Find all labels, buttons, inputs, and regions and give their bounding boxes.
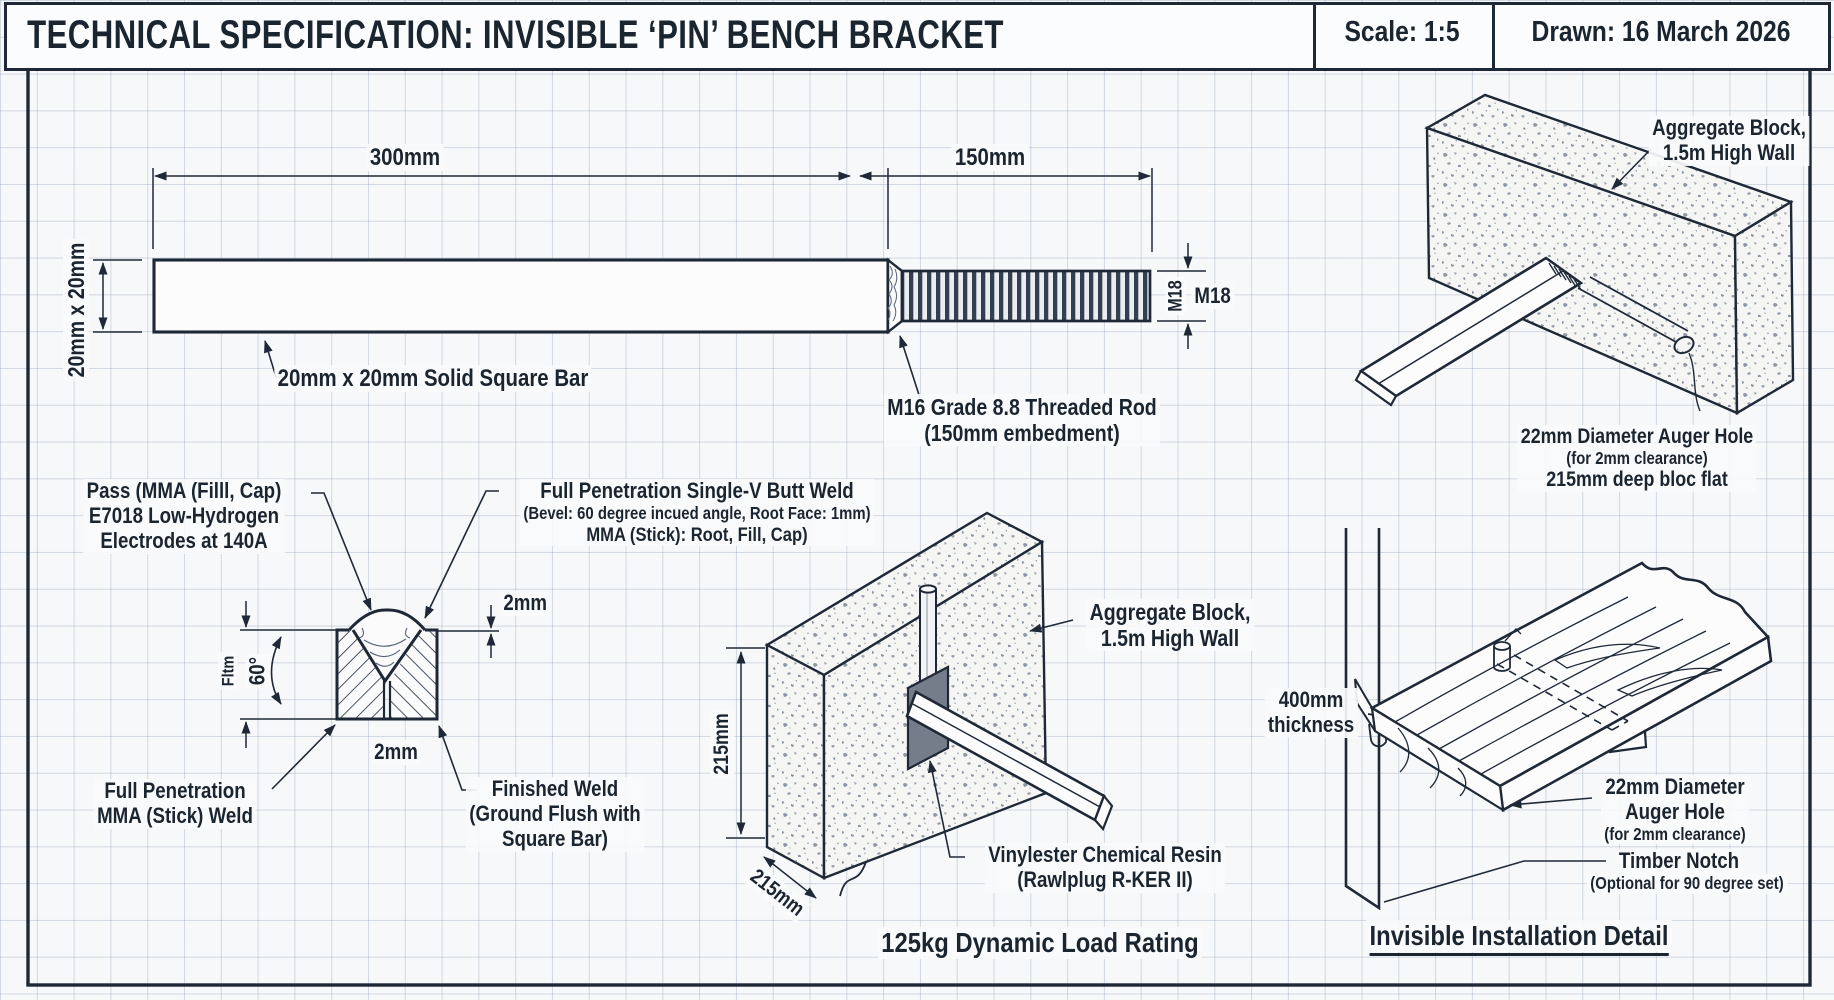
timber-notch-label: Timber Notch bbox=[1615, 848, 1743, 874]
butt-weld-line3: MMA (Stick): Root, Fill, Cap) bbox=[586, 523, 808, 546]
resin-line1: Vinylester Chemical Resin bbox=[988, 842, 1222, 867]
title-bar bbox=[4, 2, 1831, 71]
dim-150mm: 150mm bbox=[951, 144, 1029, 172]
butt-weld-line2: (Bevel: 60 degree incued angle, Root Fac… bbox=[523, 502, 871, 523]
thickness-label: 400mm thickness bbox=[1264, 687, 1358, 738]
finished-weld-line3: Square Bar) bbox=[501, 825, 608, 851]
butt-weld-note: Full Penetration Single-V Butt Weld (Bev… bbox=[520, 478, 874, 546]
timber-notch-optional: (Optional for 90 degree set) bbox=[1586, 873, 1788, 894]
aggregate-iso-line1: Aggregate Block, bbox=[1652, 115, 1806, 140]
bar-elevation-drawing bbox=[93, 168, 1206, 399]
auger-iso-line1: 22mm Diameter Auger Hole bbox=[1520, 425, 1754, 448]
threaded-rod-line2: (150mm embedment) bbox=[924, 419, 1120, 446]
aggregate-block-label-center: Aggregate Block, 1.5m High Wall bbox=[1086, 599, 1254, 651]
thickness-line1: 400mm bbox=[1278, 687, 1344, 712]
title-divider-1 bbox=[1313, 2, 1316, 68]
finished-weld-line1: Finished Weld bbox=[491, 776, 619, 801]
resin-label: Vinylester Chemical Resin (Rawlplug R-KE… bbox=[984, 842, 1226, 893]
threaded-rod-label: M16 Grade 8.8 Threaded Rod (150mm embedm… bbox=[883, 394, 1161, 446]
dim-bevel-60deg: 60° bbox=[245, 653, 271, 689]
aggregate-iso-line2: 1.5m High Wall bbox=[1662, 139, 1796, 165]
weld-detail-drawing bbox=[240, 490, 499, 791]
full-penetration-note: Full Penetration MMA (Stick) Weld bbox=[93, 778, 257, 829]
auger-install-line1: 22mm Diameter bbox=[1605, 774, 1745, 799]
auger-install-line3: (for 2mm clearance) bbox=[1604, 823, 1746, 844]
dim-215mm-height: 215mm bbox=[710, 709, 734, 779]
wall-embedment-drawing bbox=[726, 511, 1114, 899]
dim-root-2mm: 2mm bbox=[370, 739, 422, 765]
butt-weld-line1: Full Penetration Single-V Butt Weld bbox=[540, 478, 854, 503]
auger-hole-note-install: 22mm Diameter Auger Hole (for 2mm cleara… bbox=[1600, 774, 1750, 845]
dim-300mm: 300mm bbox=[366, 144, 444, 172]
threaded-rod-line1: M16 Grade 8.8 Threaded Rod bbox=[887, 394, 1157, 420]
title-divider-2 bbox=[1492, 2, 1495, 68]
finished-weld-line2: (Ground Flush with bbox=[469, 800, 641, 826]
load-rating-label: 125kg Dynamic Load Rating bbox=[877, 927, 1203, 959]
dim-cap-2mm: 2mm bbox=[500, 590, 551, 616]
weld-pass-line3: Electrodes at 140A bbox=[100, 527, 268, 553]
thickness-line2: thickness bbox=[1267, 711, 1355, 737]
auger-iso-line3: 215mm deep bloc flat bbox=[1546, 468, 1728, 492]
auger-iso-line2: (for 2mm clearance) bbox=[1566, 447, 1708, 468]
finished-weld-note: Finished Weld (Ground Flush with Square … bbox=[465, 776, 645, 852]
auger-install-line2: Auger Hole bbox=[1625, 798, 1725, 824]
weld-side-note: Fltm bbox=[218, 652, 238, 690]
page-title: TECHNICAL SPECIFICATION: INVISIBLE ‘PIN’… bbox=[27, 13, 1004, 57]
dim-section-20x20: 20mm x 20mm bbox=[63, 239, 89, 381]
aggregate-block-label-iso: Aggregate Block, 1.5m High Wall bbox=[1648, 115, 1810, 166]
full-penetration-line2: MMA (Stick) Weld bbox=[97, 802, 253, 828]
drawn-date-label: Drawn: 16 March 2026 bbox=[1531, 16, 1791, 48]
weld-pass-line2: E7018 Low-Hydrogen bbox=[88, 502, 280, 528]
aggregate-center-line2: 1.5m High Wall bbox=[1100, 624, 1240, 651]
iso-block-drawing bbox=[1354, 93, 1795, 416]
full-penetration-line1: Full Penetration bbox=[104, 778, 246, 803]
dim-m18-vertical: M18 bbox=[1165, 276, 1187, 316]
square-bar-label: 20mm x 20mm Solid Square Bar bbox=[274, 365, 592, 393]
weld-pass-note: Pass (MMA (Filll, Cap) E7018 Low-Hydroge… bbox=[83, 478, 285, 554]
resin-line2: (Rawlplug R-KER II) bbox=[1017, 866, 1193, 892]
scale-label: Scale: 1:5 bbox=[1344, 16, 1460, 48]
aggregate-center-line1: Aggregate Block, bbox=[1089, 599, 1251, 625]
dim-m18-horizontal: M18 bbox=[1191, 283, 1235, 309]
weld-pass-line1: Pass (MMA (Filll, Cap) bbox=[86, 478, 282, 503]
installation-drawing bbox=[1344, 528, 1773, 911]
installation-caption: Invisible Installation Detail bbox=[1369, 920, 1669, 956]
auger-hole-note-iso: 22mm Diameter Auger Hole (for 2mm cleara… bbox=[1517, 425, 1757, 493]
